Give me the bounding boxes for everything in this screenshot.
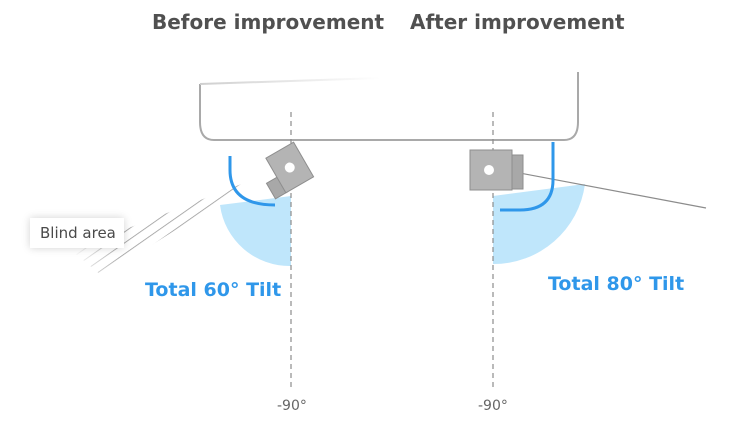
after-diagram: [408, 71, 707, 390]
before-tilt-label: Total 60° Tilt: [145, 279, 282, 301]
before-tilt-sector: [220, 196, 291, 267]
camera-lens-module-icon: [265, 141, 315, 200]
after-angle-label: -90°: [478, 398, 508, 414]
before-angle-label: -90°: [277, 398, 307, 414]
before-title: Before improvement: [152, 10, 385, 34]
after-dome-housing-icon: [420, 72, 579, 141]
after-tilt-sector: [493, 184, 585, 265]
dome-camera-housing-icon: [199, 84, 420, 141]
after-bowl-outline: [500, 142, 555, 212]
after-camera-lens-module-icon: [469, 149, 524, 191]
after-tilt-label: Total 80° Tilt: [548, 273, 685, 295]
blind-area-label: Blind area: [30, 218, 124, 248]
before-bowl-outline: [228, 156, 276, 207]
after-title: After improvement: [410, 10, 625, 34]
before-diagram: [72, 77, 420, 390]
